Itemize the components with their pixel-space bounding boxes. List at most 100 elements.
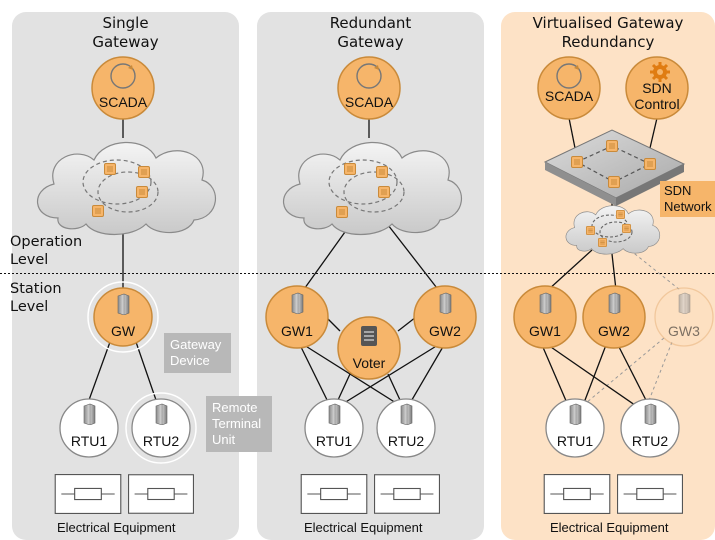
sdn-control-label-line2: Control [634,96,679,112]
gw1-label: GW1 [281,323,313,339]
panel-title-single-gateway: Single Gateway [12,14,239,52]
router-icon [622,224,631,233]
panel-title-line: Single [102,14,149,32]
sdn-control-node: SDN Control [625,56,689,120]
panel-title-line: Redundant [329,14,412,32]
server-icon [608,292,621,314]
server-icon [678,292,691,314]
router-icon [571,156,583,168]
scada-node-1: SCADA [91,56,155,120]
rtu1-label: RTU1 [557,433,594,449]
sdn-control-label-line1: SDN [642,80,672,96]
router-icon [136,186,148,198]
refresh-icon [574,65,579,70]
panel1-connections [88,118,157,401]
router-icon [378,186,390,198]
router-icon [376,166,388,178]
panel-title-line: Gateway [337,33,404,51]
server-icon [291,292,304,314]
equipment-icon [128,474,194,514]
callout-line: SDN [664,183,692,198]
equipment-icon [54,474,122,514]
gw2-label: GW2 [429,323,461,339]
router-icon [336,206,348,218]
rtu2-label: RTU2 [632,433,669,449]
panel-title-line: Virtualised Gateway [532,14,684,32]
network-cloud-3 [565,205,661,255]
router-icon [138,166,150,178]
level-label-line: Station [10,281,62,297]
gw1-node-3: GW1 [513,285,577,349]
callout-line: Remote [212,400,258,415]
router-icon [92,205,104,217]
gateway-node: GW [87,281,159,353]
rtu2-node-2: RTU2 [376,398,436,458]
gw1-label: GW1 [529,323,561,339]
equipment-3 [543,474,683,514]
scada-node-3: SCADA [537,56,601,120]
panel-title-virtualised-gateway: Virtualised Gateway Redundancy [501,14,715,52]
gw-label: GW [111,323,136,339]
equipment-icon [543,474,611,514]
sdn-switch-platform [543,129,686,206]
server-icon [539,292,552,314]
callout-line: Unit [212,432,236,447]
panel-title-redundant-gateway: Redundant Gateway [257,14,484,52]
gw2-label: GW2 [598,323,630,339]
equipment-icon [617,474,683,514]
callout-line: Gateway [170,337,222,352]
network-cloud-2 [282,141,463,236]
equipment-icon [374,474,440,514]
rtu1-label: RTU1 [316,433,353,449]
panel-title-line: Redundancy [561,33,655,51]
gear-icon [650,62,670,82]
sdn-network-callout: SDN Network [660,181,715,217]
server-icon [439,292,452,314]
level-label-line: Operation [10,234,83,250]
rtu1-node-2: RTU1 [304,398,364,458]
router-icon [606,140,618,152]
server-icon [328,403,341,425]
scada-label: SCADA [545,88,594,104]
equipment-1 [54,474,194,514]
level-label-line: Level [10,299,49,315]
server-icon [644,403,657,425]
server-icon [569,403,582,425]
server-icon [400,403,413,425]
server-icon [83,403,96,425]
refresh-icon [374,65,379,70]
panel3-standby-links [579,249,681,409]
scada-label: SCADA [99,94,148,110]
rtu2-node-1: RTU2 [125,392,197,464]
callout-line: Network [664,199,712,214]
router-icon [608,176,620,188]
equipment-2 [300,474,440,514]
rtu2-label: RTU2 [143,433,180,449]
remote-terminal-unit-callout: Remote Terminal Unit [206,396,272,452]
scada-label: SCADA [345,94,394,110]
panel-redundant-gateway: Redundant Gateway [257,12,484,540]
server-icon [117,293,130,315]
electrical-equipment-label-3: Electrical Equipment [550,520,669,535]
gw1-node-2: GW1 [265,285,329,349]
router-icon [644,158,656,170]
panel3-gw-rtu-links [541,344,651,411]
callout-line: Device [170,353,210,368]
equipment-icon [300,474,368,514]
router-icon [616,210,625,219]
operation-level-label: Operation Level [10,233,82,269]
panel-title-line: Gateway [92,33,159,51]
rtu1-node-3: RTU1 [545,398,605,458]
router-icon [344,163,356,175]
scada-node-2: SCADA [337,56,401,120]
electrical-equipment-label-1: Electrical Equipment [57,520,176,535]
network-cloud-1 [36,141,217,236]
voter-label: Voter [353,355,386,371]
station-level-label: Station Level [10,280,62,316]
panel3-connections [547,117,658,291]
gw2-node-2: GW2 [413,285,477,349]
gw3-node-3: GW3 [654,287,714,347]
voter-node: Voter [337,316,401,380]
router-icon [598,238,607,247]
